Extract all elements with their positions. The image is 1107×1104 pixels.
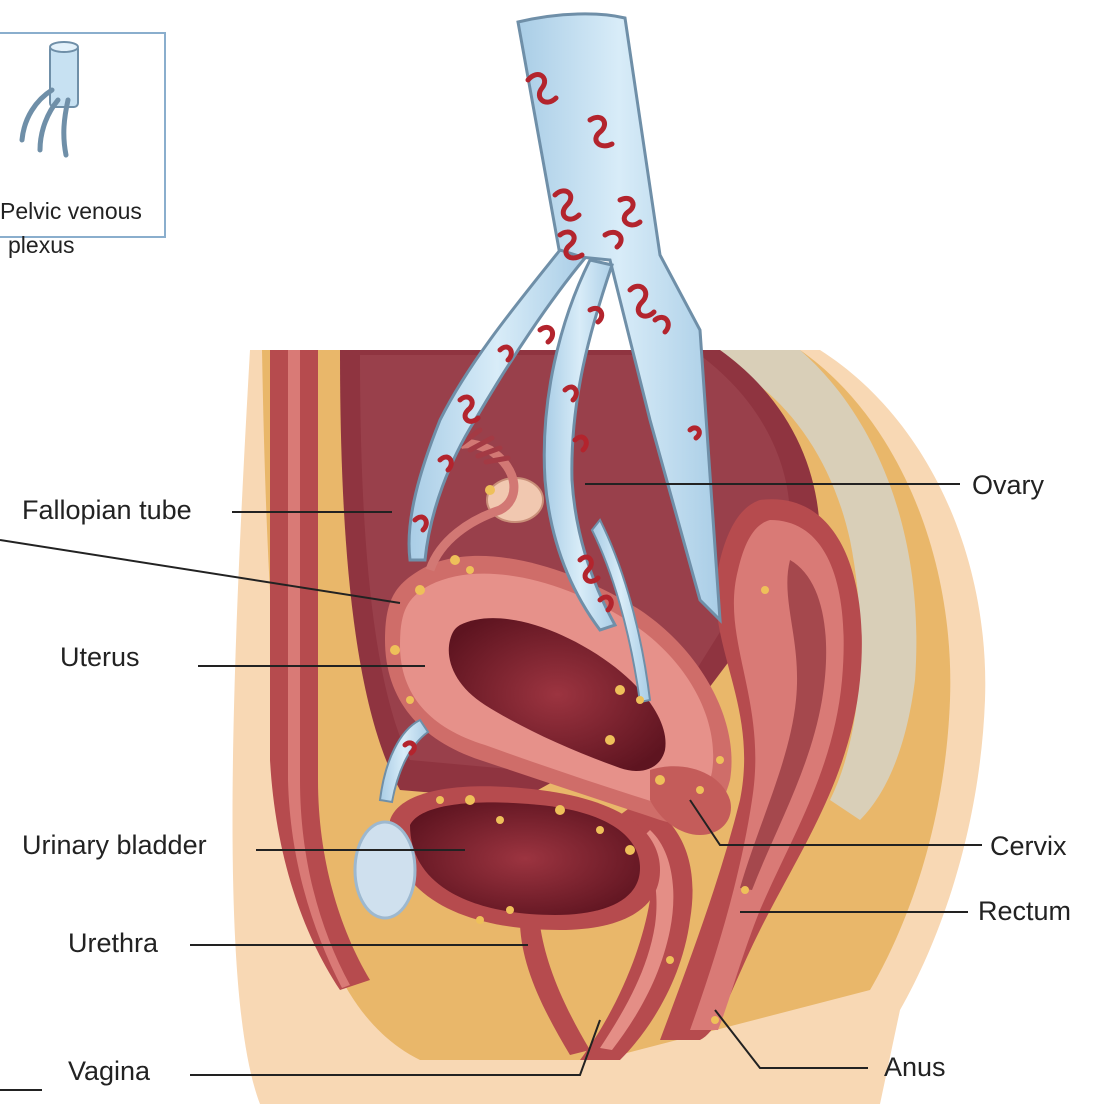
- label-urethra: Urethra: [68, 930, 158, 957]
- legend-label-line2: plexus: [0, 228, 142, 262]
- label-ovary: Ovary: [972, 472, 1044, 499]
- label-uterus: Uterus: [60, 644, 140, 671]
- label-urinary-bladder: Urinary bladder: [22, 832, 207, 859]
- label-vagina: Vagina: [68, 1058, 150, 1085]
- label-cervix: Cervix: [990, 833, 1067, 860]
- legend-label: Pelvic venous plexus: [0, 194, 142, 262]
- legend-label-line1: Pelvic venous: [0, 194, 142, 228]
- pubic-symphysis: [355, 822, 415, 918]
- legend-box: Pelvic venous plexus: [0, 32, 166, 238]
- label-rectum: Rectum: [978, 898, 1071, 925]
- label-fallopian-tube: Fallopian tube: [22, 497, 192, 524]
- label-anus: Anus: [884, 1054, 946, 1081]
